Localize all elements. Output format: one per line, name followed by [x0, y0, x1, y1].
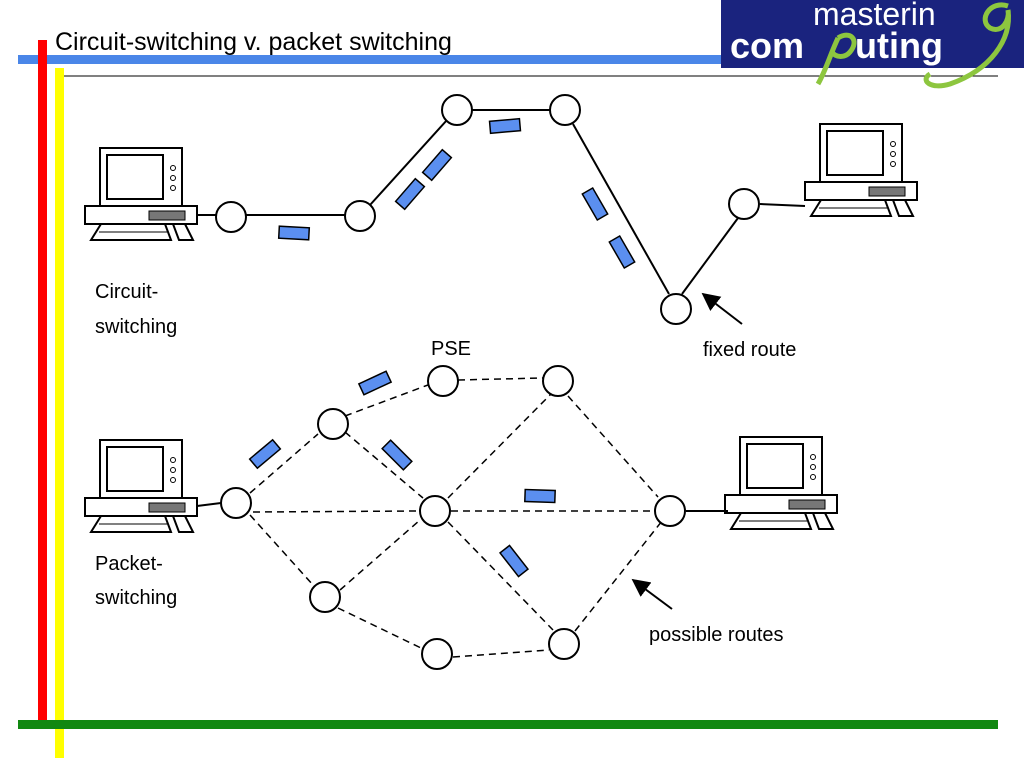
logo-line1: masterin [813, 0, 936, 32]
packet [524, 488, 556, 504]
logo-line2-end: uting [855, 25, 943, 66]
pse-node [548, 628, 580, 660]
possible-routes-arrow [631, 578, 673, 610]
packet [498, 544, 530, 578]
bottom-green-bar [18, 720, 998, 729]
packet [488, 117, 522, 135]
packet-label-line1: Packet- [95, 553, 163, 575]
packet [421, 148, 453, 182]
logo-line2-start: com [730, 25, 804, 66]
pse-node [542, 365, 574, 397]
packet [357, 370, 393, 396]
circuit-node [728, 188, 760, 220]
pse-node [654, 495, 686, 527]
logo-swoosh-g [923, 2, 1011, 89]
pse-node [220, 487, 252, 519]
computer-icon [804, 123, 918, 217]
circuit-label-line1: Circuit- [95, 281, 158, 303]
packet [248, 438, 282, 470]
packet [381, 439, 413, 471]
pse-label: PSE [431, 338, 471, 360]
circuit-node [215, 201, 247, 233]
slide-title: Circuit-switching v. packet switching [55, 28, 452, 56]
packet [277, 225, 311, 241]
pse-node [419, 495, 451, 527]
pse-nodes [220, 365, 686, 670]
pse-node [317, 408, 349, 440]
computer-icon [724, 436, 838, 530]
logo-swoosh-p [815, 32, 857, 86]
pse-node [421, 638, 453, 670]
packet-host-links [196, 502, 728, 512]
circuit-label-line2: switching [95, 316, 177, 338]
circuit-node [344, 200, 376, 232]
packet [581, 186, 609, 222]
pse-node [309, 581, 341, 613]
packet-routes [249, 377, 663, 658]
left-yellow-bar [55, 68, 64, 758]
fixed-route-label: fixed route [703, 339, 796, 361]
circuit-nodes [215, 94, 760, 325]
mastering-computing-logo: masterin com uting [721, 0, 1024, 89]
data-packets [248, 117, 636, 578]
possible-routes-label: possible routes [649, 624, 784, 646]
circuit-node [441, 94, 473, 126]
left-red-bar [38, 40, 47, 724]
pse-node [427, 365, 459, 397]
circuit-route [197, 109, 806, 295]
fixed-route-arrow [701, 292, 743, 325]
circuit-node [660, 293, 692, 325]
top-accent-bar [18, 55, 728, 64]
computer-icon [84, 147, 198, 241]
packet [608, 234, 636, 270]
packet [394, 177, 426, 211]
computer-icon [84, 439, 198, 533]
circuit-node [549, 94, 581, 126]
packet-label-line2: switching [95, 587, 177, 609]
